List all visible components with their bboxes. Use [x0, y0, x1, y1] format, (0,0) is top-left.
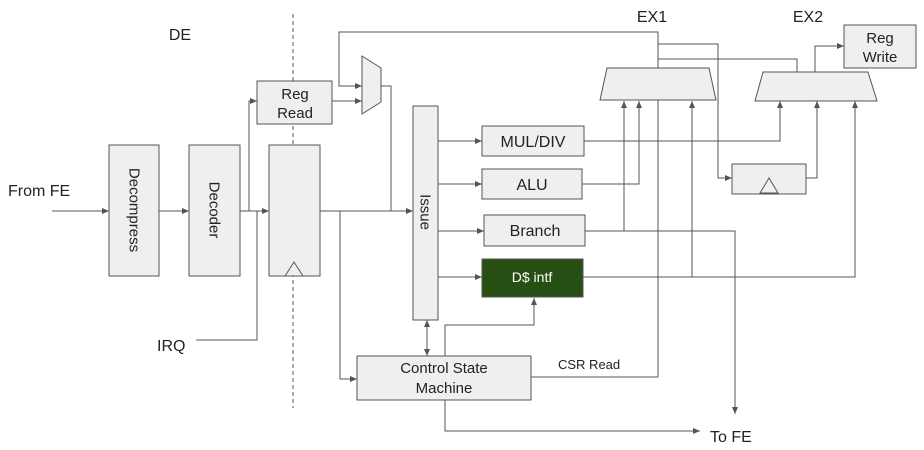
control-state-machine-block	[356, 355, 532, 401]
wire-decoder-regread	[248, 98, 257, 211]
decoder-label: Decoder	[206, 182, 223, 239]
alu-block	[481, 168, 583, 200]
wire-dcache-ex2	[583, 101, 858, 278]
issue-block	[412, 105, 439, 321]
reg-read-label-2: Read	[277, 105, 313, 122]
stage-label-ex2: EX2	[793, 9, 823, 26]
branch-label: Branch	[510, 223, 561, 240]
mul-div-block	[481, 125, 585, 157]
decompress-block	[108, 144, 160, 277]
to-fe-label: To FE	[710, 429, 752, 446]
csm-label-1: Control State	[400, 360, 488, 377]
dcache-intf-block	[481, 258, 584, 298]
wire-ex2-regwrite	[814, 43, 844, 72]
wire-irq	[196, 211, 258, 341]
wire-csr-read	[531, 100, 659, 378]
de-pipeline-register	[268, 144, 321, 277]
decompress-label: Decompress	[126, 168, 143, 252]
alu-label: ALU	[516, 177, 547, 194]
wire-csm-dcache	[444, 298, 537, 356]
mul-div-label: MUL/DIV	[501, 134, 566, 151]
reg-write-block	[843, 24, 917, 69]
ex-pipeline-register	[731, 163, 807, 195]
reg-write-label-2: Write	[863, 49, 898, 66]
wire-dereg-csm	[339, 211, 357, 382]
reg-read-label-1: Reg	[281, 86, 309, 103]
ex1-result-mux	[599, 67, 717, 101]
stage-label-ex1: EX1	[637, 9, 667, 26]
irq-label: IRQ	[157, 338, 185, 355]
issue-label: Issue	[417, 194, 434, 230]
from-fe-label: From FE	[8, 183, 70, 200]
dcache-intf-label: D$ intf	[512, 269, 553, 285]
reg-read-block	[256, 80, 333, 125]
branch-block	[483, 214, 586, 247]
wire-mux-issue	[381, 85, 392, 211]
wire-branch-tofe	[585, 230, 738, 414]
wire-ex1-pipereg	[658, 43, 732, 181]
reg-write-label-1: Reg	[866, 30, 894, 47]
clock-icon	[759, 177, 779, 194]
wire-csm-tofe	[444, 400, 700, 434]
decoder-block	[188, 144, 241, 277]
wire-pipereg-ex2	[806, 101, 820, 179]
bypass-mux	[361, 55, 382, 115]
wire-muldiv-ex2	[584, 101, 783, 142]
stage-label-de: DE	[169, 27, 191, 44]
csm-label-2: Machine	[416, 380, 473, 397]
clock-icon	[284, 261, 304, 277]
wire-alu-ex1	[582, 101, 642, 185]
ex2-result-mux	[754, 71, 878, 102]
csr-read-label: CSR Read	[558, 357, 620, 372]
